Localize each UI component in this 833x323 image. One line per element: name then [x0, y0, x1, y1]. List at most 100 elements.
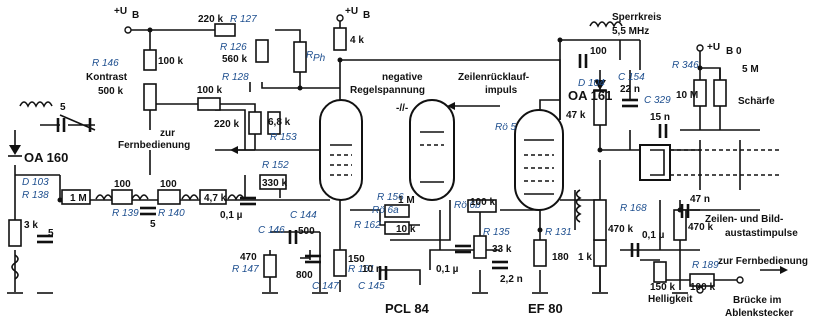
value-3k: 3 k	[24, 220, 38, 231]
ref-c145: C 145	[358, 281, 385, 292]
resistor-3k	[8, 219, 22, 247]
resistor-r189	[689, 273, 715, 287]
resistor-r161	[333, 249, 347, 277]
label-ub-left: +U	[114, 6, 127, 17]
component-values: 220 k 560 k 100 k 500 k 100 k 220 k 6,8 …	[24, 14, 759, 293]
arrows	[230, 102, 788, 274]
ref-r189: R 189	[692, 260, 719, 271]
label-oa160: OA 160	[24, 150, 68, 165]
value-100k-a: 100 k	[158, 56, 183, 67]
ref-r135: R 135	[483, 227, 510, 238]
ref-ro5: Rö 5	[495, 122, 517, 133]
coil-sperrkreis	[589, 21, 623, 28]
value-4-7k: 4,7 k	[204, 193, 227, 204]
value-5m: 5 M	[742, 64, 759, 75]
pot-5m	[713, 79, 727, 107]
resistor-470k-right	[673, 209, 687, 241]
diode-oa160	[9, 145, 21, 155]
resistor-r126	[255, 39, 269, 63]
value-100-a: 100	[114, 179, 131, 190]
ref-r161: R 161	[348, 264, 375, 275]
value-100-c: 100	[590, 46, 607, 57]
ref-r126: R 126	[220, 42, 247, 53]
ref-rph-sub: Ph	[313, 53, 326, 64]
label-zur: zur	[160, 128, 175, 139]
ref-c144: C 144	[290, 210, 317, 221]
value-150k: 150 k	[650, 282, 675, 293]
resistor-r135	[473, 235, 487, 259]
label-sperrkreis: Sperrkreis	[612, 12, 662, 23]
resistor-r156	[384, 204, 410, 218]
label-zeilenruecklauf: Zeilenrücklauf-	[458, 72, 529, 83]
value-0-1u-b: 0,1 µ	[436, 264, 459, 275]
ref-r147: R 147	[232, 264, 259, 275]
value-33k: 33 k	[492, 244, 512, 255]
value-220k-top: 220 k	[198, 14, 223, 25]
ref-c147: C 147	[312, 281, 339, 292]
value-0-1u-a: 0,1 µ	[220, 210, 243, 221]
resistor-r152	[259, 174, 287, 190]
value-47k: 47 k	[566, 110, 586, 121]
resistor-r128	[197, 97, 221, 111]
ref-r162: R 162	[354, 220, 381, 231]
resistor-r127	[214, 23, 236, 37]
label-zeilen-bild: Zeilen- und Bild-	[705, 214, 783, 225]
label-helligkeit: Helligkeit	[648, 294, 693, 305]
label-kontrast: Kontrast	[86, 72, 128, 83]
label-austastimpulse: austastimpulse	[725, 228, 798, 239]
labels: PCL 84 EF 80 +U B +U B +U B 0 Kontrast n…	[24, 6, 808, 319]
value-500: 500	[298, 226, 315, 237]
value-5-mid: 5	[48, 228, 54, 239]
resistor-r153	[267, 111, 281, 135]
value-1m: 1 M	[70, 193, 87, 204]
coil-chain-3	[181, 194, 199, 201]
label-fernbedienung-right: zur Fernbedienung	[718, 256, 808, 267]
ref-r131: R 131	[545, 227, 572, 238]
ref-c329: C 329	[644, 95, 671, 106]
value-2-2n: 2,2 n	[500, 274, 523, 285]
resistors	[8, 23, 727, 287]
label-ubo-sub: B 0	[726, 46, 742, 57]
value-47n: 47 n	[690, 194, 710, 205]
label-ubo: +U	[707, 42, 720, 53]
resistor-r131	[533, 239, 547, 267]
pot-r146	[143, 83, 157, 111]
ref-ro6b: Rö 6b	[454, 200, 481, 211]
ref-r140: R 140	[158, 208, 185, 219]
value-500k: 500 k	[98, 86, 123, 97]
label-ef80: EF 80	[528, 301, 563, 316]
value-470k-a: 470 k	[608, 224, 633, 235]
value-10m: 10 M	[676, 90, 698, 101]
label-oa161: OA 161	[568, 88, 612, 103]
diode-oa161	[594, 80, 606, 90]
capacitors	[37, 54, 690, 280]
ref-rph: R	[306, 50, 313, 61]
ref-r128: R 128	[222, 72, 249, 83]
ref-r156: R 156	[377, 192, 404, 203]
resistor-220k	[248, 111, 262, 135]
value-100k-b: 100 k	[197, 85, 222, 96]
label-ub-left-sub: B	[132, 10, 139, 21]
resistor-4-7k	[199, 189, 227, 205]
value-1k: 1 k	[578, 252, 592, 263]
photoresistor-rph	[293, 41, 307, 73]
ref-c146: C 146	[258, 225, 285, 236]
label-ablenkstecker: Ablenkstecker	[725, 308, 793, 319]
ref-r138: R 138	[22, 190, 49, 201]
label-regelspannung: Regelspannung	[350, 85, 425, 96]
ref-r139: R 139	[112, 208, 139, 219]
coil-chain-4	[227, 194, 245, 201]
value-800: 800	[296, 270, 313, 281]
resistor-100k-left	[143, 49, 157, 71]
resistor-4k	[333, 27, 347, 51]
label-sperrkreis-freq: 5,5 MHz	[612, 26, 649, 37]
coil-left-bottom	[11, 254, 19, 280]
ref-r127: R 127	[230, 14, 257, 25]
tube-ef80	[514, 109, 564, 211]
ref-r152: R 152	[262, 160, 289, 171]
value-10n: 10 n	[362, 264, 382, 275]
resistor-r162	[384, 221, 410, 235]
value-4k: 4 k	[350, 35, 364, 46]
value-100k-d: 100 k	[690, 282, 715, 293]
